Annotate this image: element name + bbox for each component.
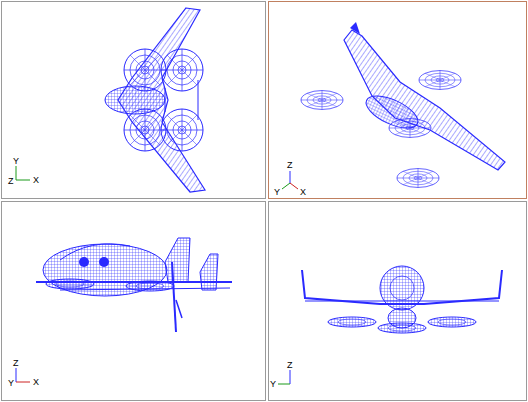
axis-label: Y (270, 379, 276, 389)
axis-label: Z (287, 160, 293, 170)
axis-label: X (33, 377, 39, 387)
axis-label: X (300, 187, 306, 197)
axis-label: Z (8, 176, 14, 186)
axis-label: Z (13, 358, 19, 368)
axis-label: Z (287, 360, 293, 370)
axis-label: X (33, 175, 39, 185)
axis-label: Y (13, 156, 19, 166)
axis-label: Y (274, 187, 280, 197)
axis-label: Y (8, 378, 14, 388)
